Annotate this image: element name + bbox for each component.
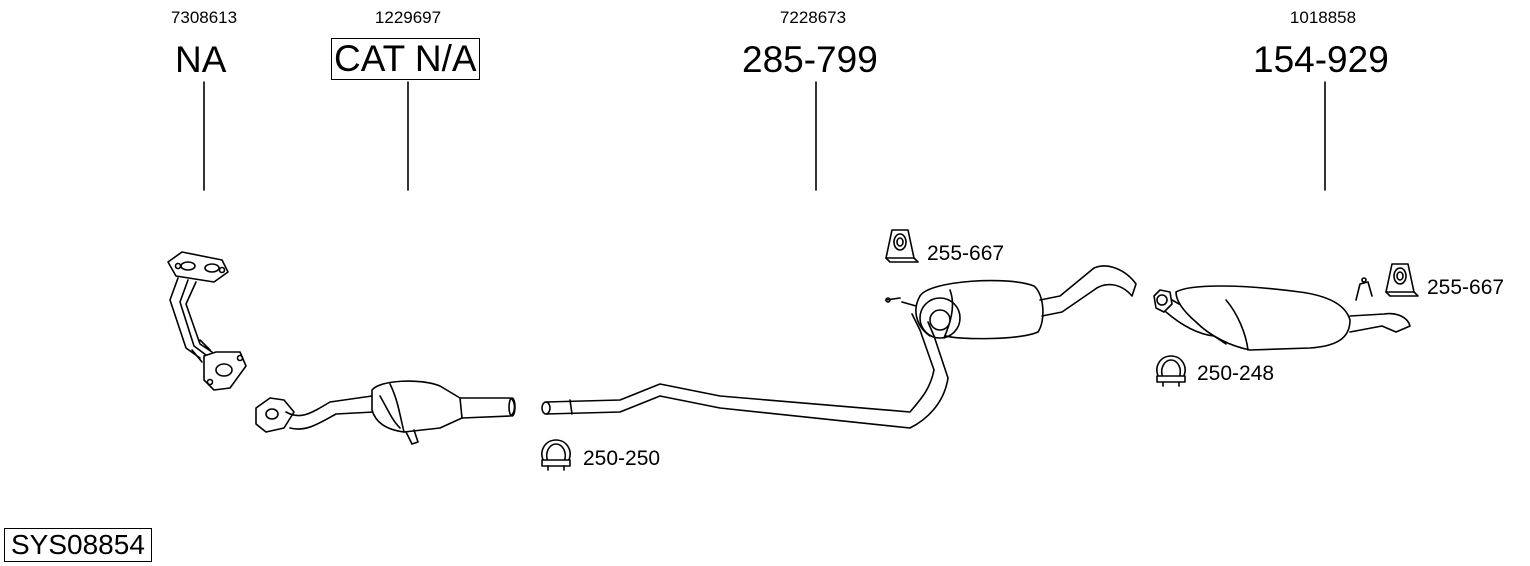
part-number-4[interactable]: 154-929 [1253,39,1389,80]
rear-silencer-part[interactable] [1153,277,1411,351]
oe-number-1: 7308613 [170,8,238,27]
part-number-1[interactable]: NA [175,39,227,80]
oe-number-2: 1229697 [374,8,442,27]
accessory-label-clamp-1[interactable]: 250-248 [1197,362,1275,385]
system-code-box: SYS08854 [4,528,152,562]
accessory-label-hanger-1[interactable]: 255-667 [927,242,1005,265]
accessory-label-hanger-2[interactable]: 255-667 [1427,276,1505,299]
catalytic-converter-part[interactable] [255,380,516,445]
accessory-label-clamp-2[interactable]: 250-250 [583,447,661,470]
front-pipe-part[interactable] [167,251,247,391]
pipe-clamp-icon[interactable] [541,439,571,471]
oe-number-3: 7228673 [779,8,847,27]
oe-number-4: 1018858 [1289,8,1357,27]
part-number-2[interactable]: CAT N/A [331,38,480,80]
rubber-hanger-icon[interactable] [885,229,919,263]
rubber-hanger-icon[interactable] [1385,263,1419,297]
centre-silencer-part[interactable] [541,265,1137,429]
part-number-3[interactable]: 285-799 [742,39,878,80]
pipe-clamp-icon[interactable] [1156,355,1186,387]
